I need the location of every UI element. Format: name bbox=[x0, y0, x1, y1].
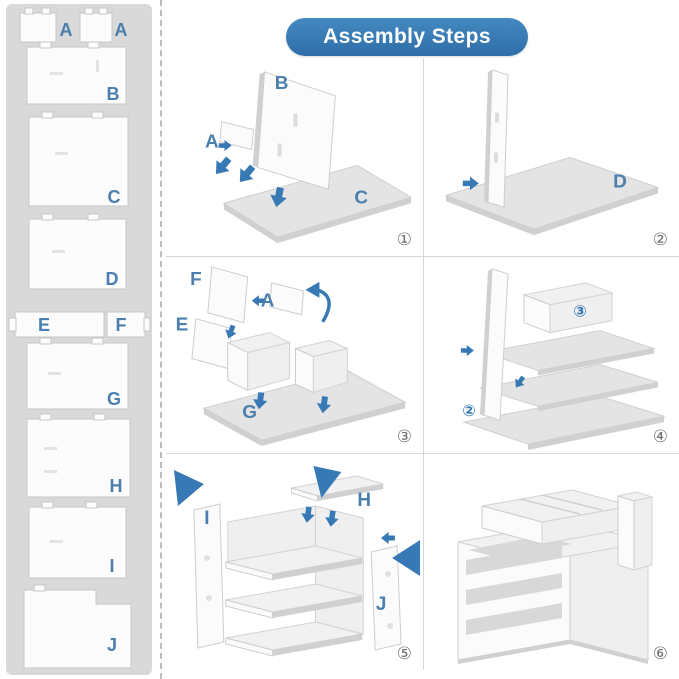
parts-sidebar: A A B C D bbox=[6, 4, 152, 675]
blue-arrow-icon bbox=[239, 164, 256, 182]
step3-label-a: A bbox=[261, 291, 275, 312]
part-a1-shape bbox=[19, 7, 57, 43]
step5-label-j: J bbox=[376, 594, 387, 615]
step-2-illustration: D bbox=[444, 69, 660, 236]
shelf-box-shape bbox=[522, 282, 614, 334]
big-blue-triangle-icon bbox=[173, 470, 204, 506]
step-2-number: ② bbox=[652, 230, 668, 250]
step-1-number: ① bbox=[396, 230, 412, 250]
title-badge: Assembly Steps bbox=[286, 18, 528, 56]
part-e-shape bbox=[8, 311, 105, 338]
step-4-number: ④ bbox=[652, 427, 668, 447]
panel-b-shape bbox=[252, 71, 336, 190]
part-a2-shape bbox=[79, 7, 113, 43]
part-g-shape bbox=[26, 337, 129, 410]
part-b-shape bbox=[26, 41, 127, 105]
blue-arrow-icon bbox=[215, 156, 232, 175]
part-label-j: J bbox=[107, 635, 117, 655]
part-label-a1: A bbox=[60, 20, 73, 40]
step-6-illustration bbox=[457, 489, 654, 664]
blue-arrow-icon bbox=[270, 186, 287, 208]
step-3-illustration: F E A G bbox=[176, 266, 407, 447]
part-c-shape bbox=[28, 111, 129, 207]
step1-label-a: A bbox=[205, 132, 219, 153]
tray-box-right bbox=[293, 340, 349, 394]
step-3-cell: F E A G ③ bbox=[166, 257, 424, 454]
step-5-cell: I H J ⑤ bbox=[166, 454, 424, 670]
big-blue-triangle-icon bbox=[392, 540, 421, 576]
shelf-unit-shape bbox=[225, 505, 364, 657]
blue-arrow-icon bbox=[316, 396, 332, 414]
part-label-e: E bbox=[38, 315, 50, 335]
step-4-cell: ③ ② ④ bbox=[424, 257, 679, 454]
part-f-shape bbox=[106, 311, 151, 338]
shelf-board-1 bbox=[482, 330, 656, 376]
step-4-illustration: ③ ② bbox=[460, 268, 666, 451]
panel-f-shape bbox=[207, 266, 249, 324]
panel-h-shape bbox=[291, 475, 384, 502]
blue-arrow-icon bbox=[380, 532, 395, 544]
step2-label-d: D bbox=[613, 171, 627, 192]
blue-arrow-icon bbox=[462, 176, 479, 191]
blue-arrow-icon bbox=[325, 510, 339, 527]
part-label-h: H bbox=[110, 476, 123, 496]
back-panel-shape bbox=[480, 268, 509, 421]
blue-arrow-icon bbox=[253, 392, 268, 410]
step5-label-h: H bbox=[357, 490, 371, 511]
steps-grid: B A C ① D bbox=[166, 58, 679, 670]
step4-callout-3: ③ bbox=[573, 302, 587, 321]
organizer-side-pocket bbox=[616, 491, 654, 571]
step3-label-g: G bbox=[242, 402, 257, 423]
dashed-divider bbox=[160, 0, 162, 679]
part-a-shape bbox=[269, 282, 304, 316]
blue-arrow-icon bbox=[251, 295, 265, 307]
part-label-a2: A bbox=[115, 20, 128, 40]
part-d-shape bbox=[28, 213, 127, 290]
step-5-number: ⑤ bbox=[396, 644, 412, 664]
step4-callout-2: ② bbox=[462, 401, 476, 420]
step1-label-b: B bbox=[275, 73, 289, 94]
page-title: Assembly Steps bbox=[323, 25, 491, 48]
part-label-g: G bbox=[107, 389, 121, 409]
blue-arrow-icon bbox=[225, 324, 237, 339]
tray-box-left bbox=[226, 332, 291, 392]
step3-label-f: F bbox=[190, 269, 202, 290]
step3-label-e: E bbox=[176, 315, 189, 336]
curved-arrow-head-icon bbox=[305, 281, 320, 298]
part-h-shape bbox=[26, 413, 131, 498]
panel-e-shape bbox=[191, 318, 233, 370]
blue-arrow-icon bbox=[301, 506, 315, 523]
part-j-shape bbox=[23, 584, 132, 669]
part-label-c: C bbox=[108, 187, 121, 207]
curved-arrow-icon bbox=[315, 288, 331, 323]
blue-arrow-icon bbox=[515, 375, 526, 388]
part-label-f: F bbox=[116, 315, 127, 335]
blue-arrow-icon bbox=[218, 140, 232, 152]
step-1-illustration: B A C bbox=[205, 71, 413, 244]
step-1-cell: B A C ① bbox=[166, 58, 424, 257]
blue-arrow-icon bbox=[460, 345, 474, 357]
step-3-number: ③ bbox=[396, 427, 412, 447]
base-d-shape bbox=[444, 156, 660, 236]
big-blue-triangle-icon bbox=[313, 466, 342, 498]
panel-i-shape bbox=[193, 503, 225, 649]
step-5-illustration: I H J bbox=[173, 466, 421, 657]
step5-label-i: I bbox=[204, 508, 209, 529]
part-i-shape bbox=[28, 501, 127, 579]
step1-label-c: C bbox=[354, 187, 368, 208]
base-g-shape bbox=[202, 369, 407, 447]
part-a-shape bbox=[219, 121, 255, 151]
step-2-cell: D ② bbox=[424, 58, 679, 257]
part-label-d: D bbox=[106, 269, 119, 289]
panel-j-shape bbox=[370, 545, 402, 651]
part-label-i: I bbox=[109, 556, 114, 576]
divider-panel-shape bbox=[484, 69, 509, 208]
shelf-board-2 bbox=[479, 363, 659, 412]
organizer-top-compartment bbox=[481, 489, 633, 545]
step-6-cell: ⑥ bbox=[424, 454, 679, 670]
finished-organizer-shape bbox=[457, 489, 654, 664]
part-label-b: B bbox=[107, 84, 120, 104]
step-6-number: ⑥ bbox=[652, 644, 668, 664]
